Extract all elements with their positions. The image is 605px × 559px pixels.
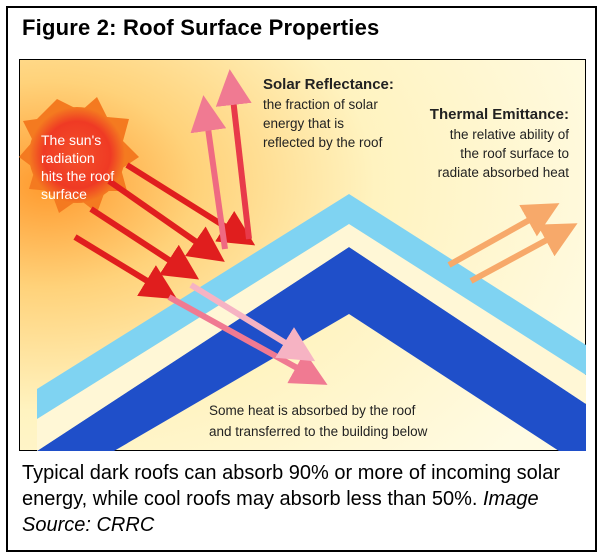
thermal-emittance-heading: Thermal Emittance:: [430, 106, 569, 123]
absorbed-line: and transferred to the building below: [209, 424, 428, 439]
sun-text-line: radiation: [41, 150, 95, 166]
solar-reflectance-line: the fraction of solar: [263, 97, 378, 112]
solar-reflectance-heading: Solar Reflectance:: [263, 76, 394, 93]
roof-dark-layer: [37, 247, 586, 451]
caption-source: Image Source: CRRC: [22, 488, 539, 536]
emitted-arrows: [447, 203, 578, 284]
figure-title: Figure 2: Roof Surface Properties: [22, 15, 380, 40]
thermal-emittance-line: the roof surface to: [460, 146, 569, 161]
sun-text-line: The sun's: [41, 132, 101, 148]
solar-reflectance-line: reflected by the roof: [263, 135, 383, 150]
sun-text-line: surface: [41, 186, 87, 202]
solar-reflectance-line: energy that is: [263, 116, 344, 131]
caption-text: Typical dark roofs can absorb 90% or mor…: [22, 462, 561, 510]
absorbed-line: Some heat is absorbed by the roof: [209, 403, 416, 418]
sun-text-line: hits the roof: [41, 168, 114, 184]
absorbed-label: Some heat is absorbed by the roof and tr…: [209, 403, 428, 439]
roof-light-layer: [37, 194, 586, 419]
roof-diagram: The sun's radiation hits the roof surfac…: [19, 59, 586, 451]
sun-text: The sun's radiation hits the roof surfac…: [41, 132, 114, 202]
absorbed-arrows: [167, 282, 328, 385]
reflected-arrows: [190, 69, 252, 250]
thermal-emittance-line: radiate absorbed heat: [438, 165, 570, 180]
figure-caption: Typical dark roofs can absorb 90% or mor…: [22, 460, 587, 538]
roof-gap-layer: [37, 224, 586, 451]
thermal-emittance-line: the relative ability of: [450, 127, 570, 142]
solar-reflectance-label: Solar Reflectance: the fraction of solar…: [263, 76, 394, 150]
thermal-emittance-label: Thermal Emittance: the relative ability …: [430, 106, 569, 180]
incoming-radiation-arrows: [73, 162, 256, 300]
